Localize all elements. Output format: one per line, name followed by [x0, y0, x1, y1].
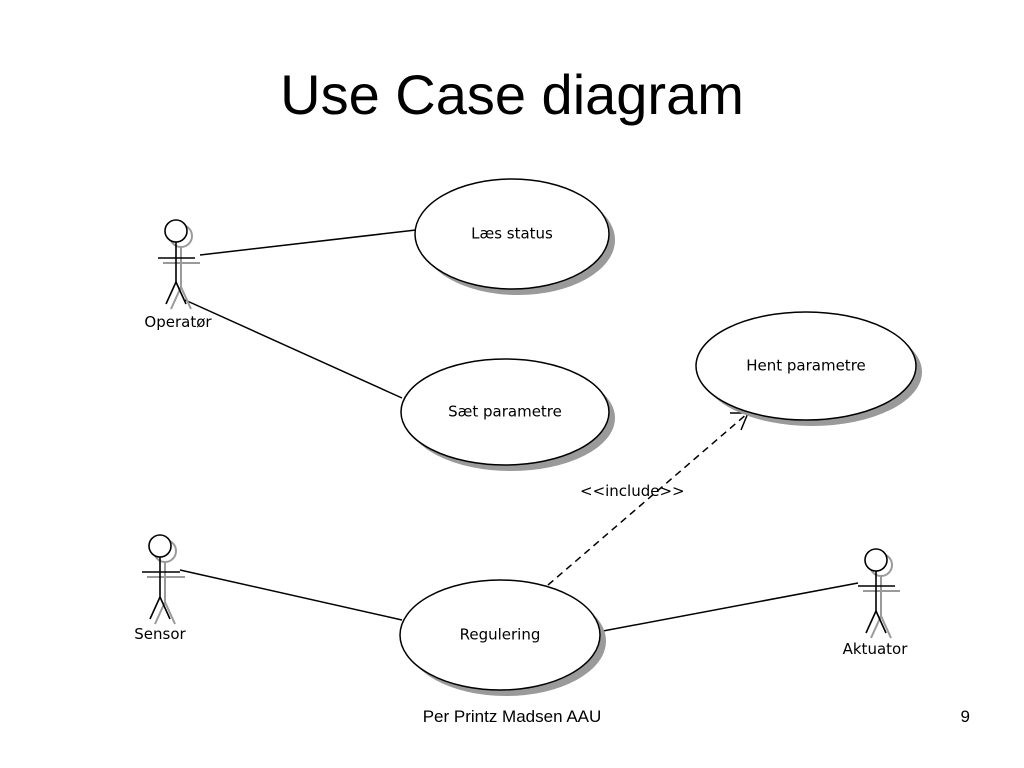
use-case-hent-parametre-label: Hent parametre — [746, 357, 866, 375]
actor-aktuator-label: Aktuator — [843, 640, 909, 658]
assoc-sensor-regulering — [179, 569, 403, 621]
actor-operator-label: Operatør — [144, 313, 212, 331]
assoc-operator-laes-status — [199, 229, 417, 256]
actor-sensor-label: Sensor — [134, 625, 186, 643]
use-case-regulering[interactable]: Regulering — [399, 579, 606, 696]
slide-title: Use Case diagram — [280, 63, 744, 126]
use-case-hent-parametre[interactable]: Hent parametre — [695, 311, 922, 426]
use-case-laes-status-label: Læs status — [471, 225, 553, 243]
use-case-saet-parametre-label: Sæt parametre — [448, 403, 562, 421]
slide-footer: Per Printz Madsen AAU — [422, 707, 602, 726]
use-case-diagram: <<include>> Læs status Sæt parametre Hen… — [134, 178, 922, 696]
page-number: 9 — [960, 707, 970, 726]
actor-sensor[interactable]: Sensor — [134, 534, 187, 643]
include-arrowhead — [730, 412, 750, 431]
actor-aktuator-figure-icon — [858, 548, 895, 634]
assoc-operator-saet-parametre — [184, 299, 403, 399]
actor-sensor-figure-icon — [142, 534, 180, 620]
include-dependency — [547, 412, 749, 586]
include-label: <<include>> — [580, 482, 685, 500]
use-case-regulering-label: Regulering — [460, 626, 541, 644]
actor-operator-figure-icon — [158, 219, 195, 305]
use-case-laes-status[interactable]: Læs status — [414, 178, 615, 295]
actor-operator[interactable]: Operatør — [144, 219, 212, 331]
assoc-regulering-aktuator — [602, 582, 859, 632]
use-case-saet-parametre[interactable]: Sæt parametre — [400, 358, 615, 471]
actor-aktuator[interactable]: Aktuator — [843, 548, 909, 658]
